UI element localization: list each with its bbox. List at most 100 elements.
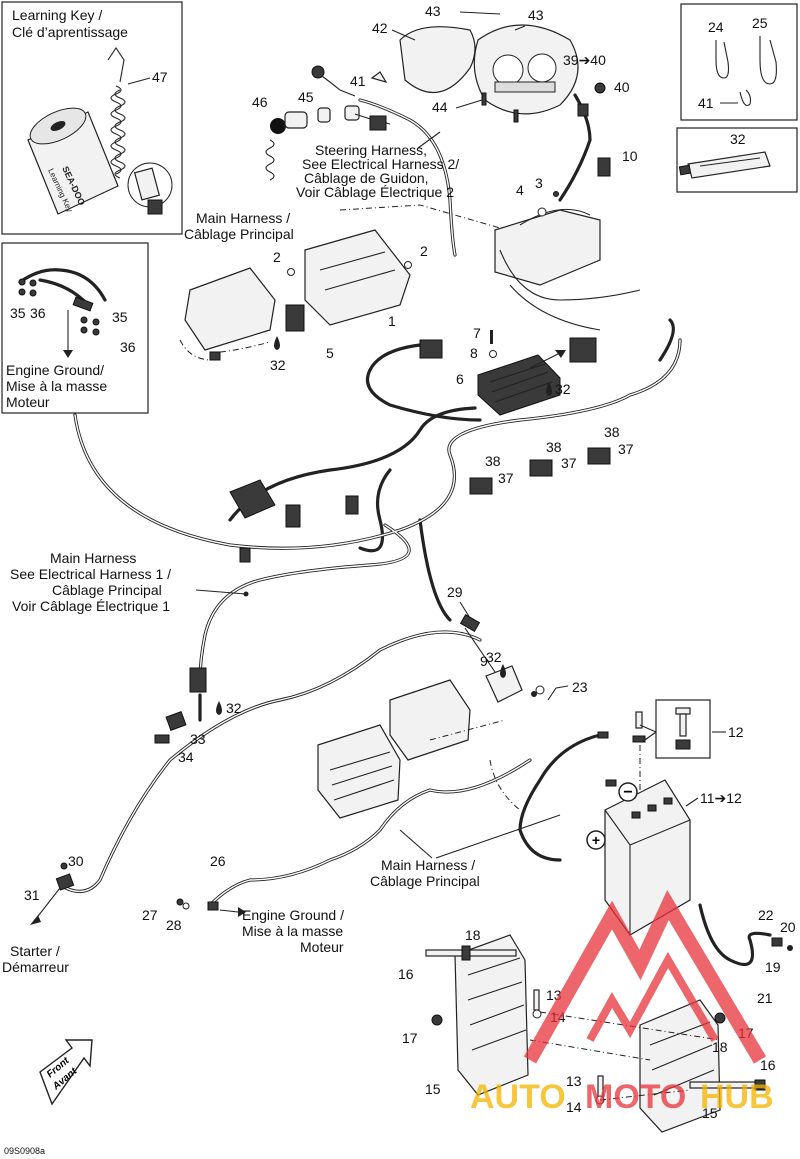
engine-ground-inset: 35 36 35 36 Engine Ground/ Mise à la mas… xyxy=(1,242,149,414)
callout-3: 3 xyxy=(535,175,543,191)
steering-harness-label-2: See Electrical Harness 2/ xyxy=(302,156,459,172)
callout-47: 47 xyxy=(152,69,168,85)
callout-38b: 38 xyxy=(546,439,562,455)
steering-harness-label-3: Câblage de Guidon, xyxy=(304,170,429,186)
voltage-regulator-icon xyxy=(477,354,561,416)
callout-30: 30 xyxy=(68,853,84,869)
callout-9: 9 xyxy=(480,653,488,669)
learning-key-inset: Learning Key / Clé d’aprentissage SEA-DO… xyxy=(1,1,183,235)
callout-37c: 37 xyxy=(618,441,634,457)
callout-42: 42 xyxy=(372,20,388,36)
callout-31: 31 xyxy=(24,887,40,903)
ecm-group xyxy=(317,679,521,819)
grease-drop-icon-d xyxy=(216,701,222,715)
fuse-holder-1-icon xyxy=(469,477,493,495)
callout-24: 24 xyxy=(708,19,724,35)
callout-4: 4 xyxy=(516,182,524,198)
harness-bracket-icon xyxy=(304,229,411,326)
callout-45: 45 xyxy=(298,89,314,105)
callout-35b: 35 xyxy=(112,309,128,325)
callout-17a: 17 xyxy=(402,1030,418,1046)
engine-ground-bottom-label-3: Moteur xyxy=(300,939,344,955)
connector-33-34: 33 34 32 xyxy=(154,700,242,765)
ground-terminals-icon xyxy=(18,278,100,336)
watermark-moto: MOTO xyxy=(585,1078,686,1116)
callout-23: 23 xyxy=(572,679,588,695)
fuse-holder-2-icon xyxy=(529,459,553,477)
callout-33: 33 xyxy=(190,731,206,747)
main-harness-left-label-3: Câblage Principal xyxy=(52,582,162,598)
callout-37b: 37 xyxy=(561,455,577,471)
positive-cable-terminals: 22 20 19 21 xyxy=(757,907,796,1006)
main-harness-bottom-label-2: Câblage Principal xyxy=(370,873,480,889)
callout-19: 19 xyxy=(765,959,781,975)
regulator-connector-icon xyxy=(419,339,443,359)
callout-6: 6 xyxy=(456,371,464,387)
engine-ground-bottom-label: Engine Ground / xyxy=(242,907,344,923)
callout-2a: 2 xyxy=(273,249,281,265)
relay-icon xyxy=(597,157,611,177)
connector-33-icon xyxy=(189,667,207,693)
main-harness-top-label: Main Harness / xyxy=(196,210,290,226)
bulb-socket-icon xyxy=(577,103,589,117)
callout-11-12: 11➔12 xyxy=(700,790,742,806)
grease-drop-icon-a xyxy=(274,336,280,350)
callout-29: 29 xyxy=(447,584,463,600)
callout-12: 12 xyxy=(728,724,744,740)
starter-solenoid-group: 29 9 32 23 xyxy=(447,584,588,703)
bezel-icon xyxy=(399,26,476,94)
callout-34: 34 xyxy=(178,749,194,765)
engine-ground-title-fr2: Moteur xyxy=(6,394,50,410)
callout-8: 8 xyxy=(470,345,478,361)
callout-46: 46 xyxy=(252,94,268,110)
callout-41b: 41 xyxy=(698,95,714,111)
grease-tube-icon xyxy=(678,151,771,179)
main-harness-left-label-4: Voir Câblage Électrique 1 xyxy=(12,598,170,614)
callout-5: 5 xyxy=(326,345,334,361)
engine-ground-title-fr: Mise à la masse xyxy=(6,378,107,394)
bulb-icon xyxy=(594,82,606,94)
callout-13b: 13 xyxy=(566,1073,582,1089)
callout-38c: 38 xyxy=(604,424,620,440)
main-harness-bottom-label: Main Harness / xyxy=(381,857,475,873)
callout-32d: 32 xyxy=(226,700,242,716)
grease-drop-icon-c xyxy=(500,664,506,678)
callout-35a: 35 xyxy=(10,305,26,321)
clamp-icon xyxy=(715,36,777,107)
connector-5-icon xyxy=(285,304,305,332)
watermark-auto: AUTO xyxy=(470,1078,566,1116)
engine-ground-title: Engine Ground/ xyxy=(6,362,104,378)
callout-15b: 15 xyxy=(702,1105,718,1121)
learning-key-title-fr: Clé d’aprentissage xyxy=(12,24,128,40)
harness-bracket-group: 2 2 1 5 32 xyxy=(179,229,428,373)
main-harness-left-label-2: See Electrical Harness 1 / xyxy=(10,566,171,582)
callout-22: 22 xyxy=(758,907,774,923)
holder-bolt-icon xyxy=(425,949,517,957)
main-harness-left-label: Main Harness xyxy=(50,550,136,566)
callout-1: 1 xyxy=(388,313,396,329)
callout-40: 40 xyxy=(614,79,630,95)
watermark-hub: HUB xyxy=(700,1078,774,1116)
steering-harness-label: Steering Harness, xyxy=(315,142,427,158)
callout-20: 20 xyxy=(780,919,796,935)
callout-39-40: 39➔40 xyxy=(563,52,606,68)
callout-15a: 15 xyxy=(425,1081,441,1097)
callout-25: 25 xyxy=(752,15,768,31)
grease-inset: 32 xyxy=(676,127,798,193)
callout-2b: 2 xyxy=(420,243,428,259)
regulator-group: 7 8 6 32 xyxy=(419,325,597,416)
diagram-code: 09S0908a xyxy=(4,1146,45,1156)
callout-21: 21 xyxy=(757,990,773,1006)
gauge-cluster-icon xyxy=(473,24,579,115)
clamps-inset: 24 25 41 xyxy=(680,3,798,121)
harness-wires xyxy=(58,93,772,966)
steering-harness-label-4: Voir Câblage Électrique 2 xyxy=(296,184,454,200)
battery-plus-icon xyxy=(586,830,606,850)
callout-16a: 16 xyxy=(398,966,414,982)
battery-minus-icon xyxy=(618,782,638,802)
fuse-holders: 38 37 38 37 38 37 xyxy=(469,424,634,495)
grease-drop-icon-b xyxy=(546,382,552,396)
watermark-logo: AUTO MOTO HUB xyxy=(470,890,774,1116)
fuse-holder-3-icon xyxy=(587,447,611,465)
